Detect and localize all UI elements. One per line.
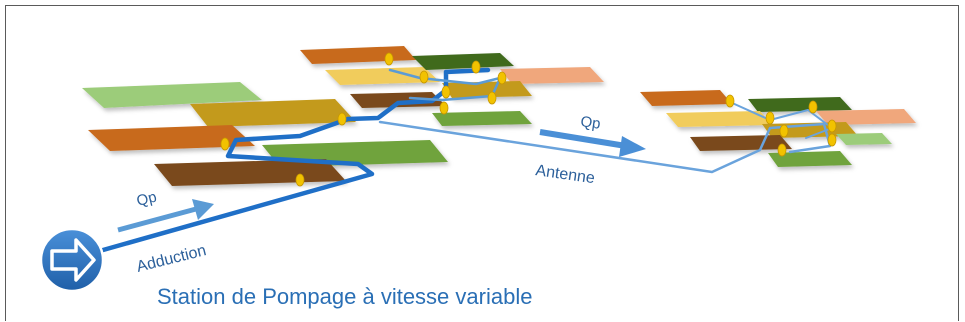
hydrant-node-icon [808,100,818,114]
plot-r-lightgreen [836,133,892,145]
hydrant-node-icon [487,91,497,105]
plot-top-ochre [442,81,532,98]
hydrant-node-icon [779,124,789,138]
plots-left [82,46,604,186]
plot-top-peach [500,67,604,84]
hydrant-node-icon [765,111,775,125]
plot-r-yellow [666,111,772,127]
plot-ochre [190,99,356,127]
hydrant-node-icon [337,112,347,126]
flow-arrows [117,129,646,233]
hydrant-node-icon [439,101,449,115]
hydrant-node-icon [725,94,735,108]
plot-top-yellow [325,67,440,85]
plot-r-rust [640,90,732,106]
plot-r-darkgreen [748,97,852,112]
antenne-pipe [378,120,832,174]
plot-rust [88,125,255,151]
hydrant-node-icon [384,52,394,66]
hydrant-node-icon [471,60,481,74]
plot-top-brown [350,92,446,108]
hydrant-node-icon [220,137,230,151]
right-loop-pipe [729,101,833,139]
antenne-label: Antenne [534,162,595,187]
plot-light-green [82,82,262,108]
flow-label-right: Qp [579,113,601,133]
flow-arrow-right [539,129,646,157]
diagram-title: Station de Pompage à vitesse variable [157,284,532,309]
hydrant-node-icon [419,70,429,84]
flow-arrow-left [117,199,214,233]
plot-top-darkgreen [412,53,514,70]
hydrant-node-icon [827,133,837,147]
frame-border [5,5,959,321]
pump-station-arrow-icon [39,227,105,293]
hydrant-node-icon [827,119,837,133]
hydrant-nodes [220,52,837,187]
adduction-label: Adduction [135,242,208,276]
plot-r-brown [690,135,792,151]
hydrant-node-icon [441,85,451,99]
plot-top-rust [300,46,416,64]
hydrant-node-icon [497,71,507,85]
plot-top-green [432,111,532,126]
plot-r-peach [816,109,916,125]
plot-r-green [768,151,852,167]
flow-label-left: Qp [135,189,159,210]
hydrant-node-icon [295,173,305,187]
hydrant-node-icon [777,143,787,157]
